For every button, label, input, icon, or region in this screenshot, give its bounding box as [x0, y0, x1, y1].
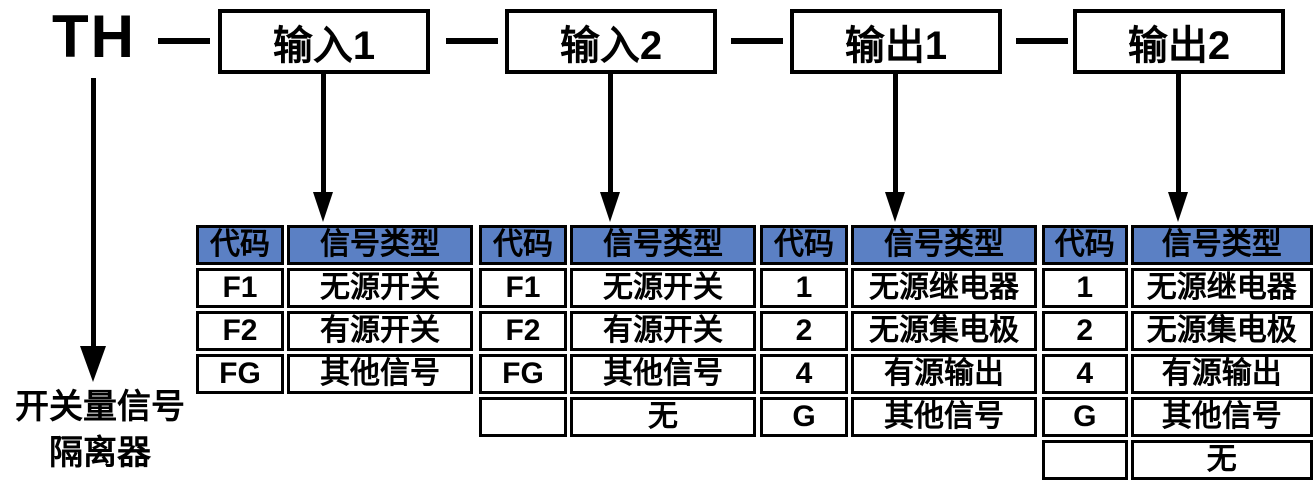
- code-cell: 1: [1042, 268, 1128, 308]
- code-cell: FG: [196, 354, 284, 394]
- code-cell: F1: [196, 268, 284, 308]
- column-header-code: 代码: [479, 225, 567, 265]
- signal-type-cell: 无源集电极: [851, 311, 1037, 351]
- column-header-signal-type: 信号类型: [851, 225, 1037, 265]
- code-cell: 2: [1042, 311, 1128, 351]
- signal-type-cell: 有源开关: [570, 311, 756, 351]
- column-header-code: 代码: [1042, 225, 1128, 265]
- signal-type-cell: 无: [1130, 440, 1313, 480]
- signal-type-cell: 无源继电器: [851, 268, 1037, 308]
- code-cell: 1: [760, 268, 848, 308]
- connector-dash: [158, 38, 210, 44]
- arrow-head-input2: [600, 192, 620, 222]
- table-row: F1 无源开关: [196, 268, 473, 308]
- arrow-line-output2: [1176, 74, 1181, 192]
- signal-type-cell: 无源开关: [287, 268, 473, 308]
- arrow-head-output1: [885, 192, 905, 222]
- code-cell: [1042, 440, 1128, 480]
- column-header-signal-type: 信号类型: [1130, 225, 1313, 265]
- signal-table-output1: 代码 信号类型 1 无源继电器 2 无源集电极 4 有源输出 G 其他信号: [757, 222, 1040, 440]
- code-cell: 4: [760, 354, 848, 394]
- field-label-output1: 输出1: [844, 23, 948, 68]
- signal-type-cell: 其他信号: [570, 354, 756, 394]
- field-box-output2: 输出2: [1073, 9, 1285, 74]
- code-cell: FG: [479, 354, 567, 394]
- column-header-signal-type: 信号类型: [287, 225, 473, 265]
- table-row: 2 无源集电极: [760, 311, 1037, 351]
- signal-type-cell: 有源开关: [287, 311, 473, 351]
- table-header-row: 代码 信号类型: [479, 225, 756, 265]
- code-cell: [479, 397, 567, 437]
- table-row: F1 无源开关: [479, 268, 756, 308]
- connector-dash: [1016, 38, 1068, 44]
- signal-table-output2: 代码 信号类型 1 无源继电器 2 无源集电极 4 有源输出 G 其他信号 无: [1039, 222, 1316, 483]
- table-row: F2 有源开关: [196, 311, 473, 351]
- field-label-input2: 输入2: [559, 23, 663, 68]
- table-row: 4 有源输出: [1042, 354, 1313, 394]
- table-row: G 其他信号: [760, 397, 1037, 437]
- code-cell: 4: [1042, 354, 1128, 394]
- signal-table-input2: 代码 信号类型 F1 无源开关 F2 有源开关 FG 其他信号 无: [476, 222, 759, 440]
- connector-dash: [731, 38, 783, 44]
- signal-table-input1: 代码 信号类型 F1 无源开关 F2 有源开关 FG 其他信号: [193, 222, 476, 397]
- arrow-line-output1: [893, 74, 898, 192]
- signal-type-cell: 无: [570, 397, 756, 437]
- code-cell: F2: [479, 311, 567, 351]
- column-header-code: 代码: [760, 225, 848, 265]
- field-label-input1: 输入1: [272, 23, 376, 68]
- signal-type-cell: 其他信号: [1130, 397, 1313, 437]
- prefix-description: 开关量信号 隔离器: [0, 384, 200, 476]
- arrow-line-input1: [321, 74, 326, 192]
- prefix-description-line1: 开关量信号: [15, 388, 185, 426]
- field-label-output2: 输出2: [1127, 23, 1231, 68]
- table-row: 无: [479, 397, 756, 437]
- arrow-head-input1: [313, 192, 333, 222]
- field-box-input2: 输入2: [505, 9, 717, 74]
- table-row: 2 无源集电极: [1042, 311, 1313, 351]
- signal-type-cell: 无源开关: [570, 268, 756, 308]
- signal-type-cell: 无源集电极: [1130, 311, 1313, 351]
- arrow-line-prefix: [91, 78, 96, 346]
- table-header-row: 代码 信号类型: [760, 225, 1037, 265]
- field-box-input1: 输入1: [218, 9, 430, 74]
- field-box-output1: 输出1: [790, 9, 1002, 74]
- table-row: FG 其他信号: [479, 354, 756, 394]
- table-header-row: 代码 信号类型: [196, 225, 473, 265]
- table-row: 4 有源输出: [760, 354, 1037, 394]
- column-header-signal-type: 信号类型: [570, 225, 756, 265]
- model-prefix: TH: [52, 3, 136, 70]
- column-header-code: 代码: [196, 225, 284, 265]
- signal-type-cell: 有源输出: [1130, 354, 1313, 394]
- code-cell: F1: [479, 268, 567, 308]
- code-cell: G: [1042, 397, 1128, 437]
- code-cell: G: [760, 397, 848, 437]
- arrow-head-output2: [1168, 192, 1188, 222]
- signal-type-cell: 无源继电器: [1130, 268, 1313, 308]
- table-row: 1 无源继电器: [760, 268, 1037, 308]
- signal-type-cell: 其他信号: [851, 397, 1037, 437]
- table-row: G 其他信号: [1042, 397, 1313, 437]
- table-row: 无: [1042, 440, 1313, 480]
- signal-type-cell: 有源输出: [851, 354, 1037, 394]
- connector-dash: [446, 38, 498, 44]
- signal-type-cell: 其他信号: [287, 354, 473, 394]
- prefix-description-line2: 隔离器: [49, 434, 151, 472]
- table-row: 1 无源继电器: [1042, 268, 1313, 308]
- arrow-line-input2: [608, 74, 613, 192]
- table-header-row: 代码 信号类型: [1042, 225, 1313, 265]
- table-row: FG 其他信号: [196, 354, 473, 394]
- code-cell: 2: [760, 311, 848, 351]
- arrow-head-prefix: [80, 346, 106, 382]
- table-row: F2 有源开关: [479, 311, 756, 351]
- code-cell: F2: [196, 311, 284, 351]
